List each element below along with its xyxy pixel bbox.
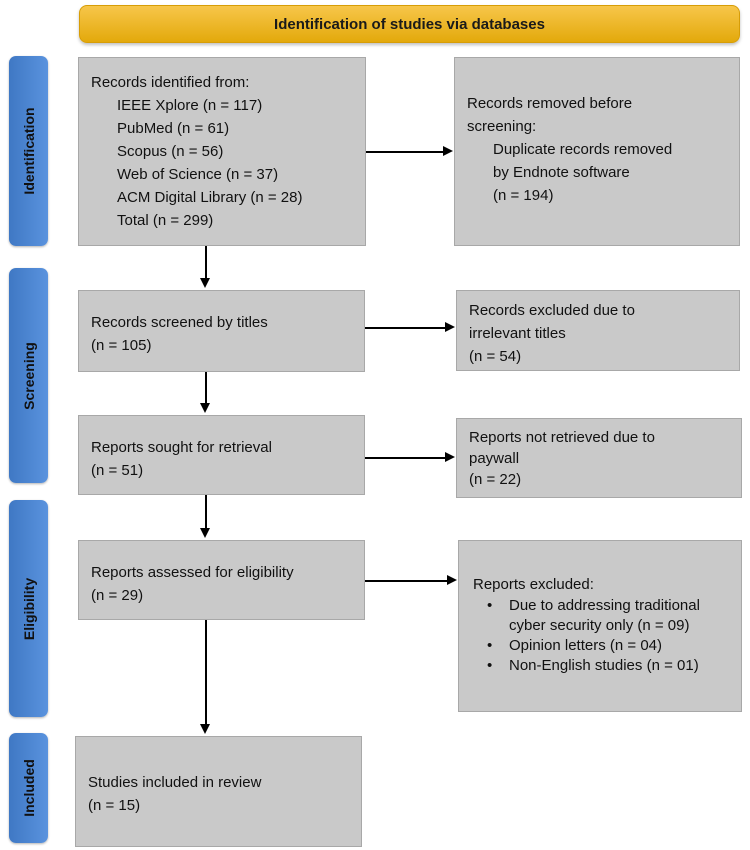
arrow-to-screened [201,246,209,288]
records-identified-box: Records identified from: IEEE Xplore (n … [78,57,366,246]
exclusion-reason-2: Opinion letters (n = 04) [509,637,662,654]
source-acm: ACM Digital Library (n = 28) [117,189,303,206]
exclusion-reason-item: Non-English studies (n = 01) [473,656,729,676]
records-removed-title-2: screening: [467,118,537,135]
reports-excluded-title: Reports excluded: [473,576,594,593]
flow-header-title: Identification of studies via databases [274,15,545,33]
not-retrieved-box: Reports not retrieved due to paywall (n … [456,418,742,498]
arrow-to-included [201,620,209,734]
screened-titles-box: Records screened by titles (n = 105) [78,290,365,372]
not-retrieved-line1: Reports not retrieved due to [469,429,655,446]
assessed-eligibility-label: Reports assessed for eligibility [91,564,294,581]
source-scopus: Scopus (n = 56) [117,143,224,160]
screened-titles-label: Records screened by titles [91,314,268,331]
stage-included-label: Included [20,759,37,817]
included-studies-count: (n = 15) [88,797,141,814]
records-removed-count: (n = 194) [493,187,554,204]
excluded-titles-box: Records excluded due to irrelevant title… [456,290,740,371]
excluded-titles-line1: Records excluded due to [469,302,635,319]
exclusion-reason-1-line2: cyber security only (n = 09) [509,617,690,634]
stage-identification: Identification [9,56,48,246]
arrow-to-excluded-titles [365,323,455,331]
sought-retrieval-box: Reports sought for retrieval (n = 51) [78,415,365,495]
exclusion-reason-3: Non-English studies (n = 01) [509,657,699,674]
source-ieee: IEEE Xplore (n = 117) [117,97,263,114]
excluded-titles-count: (n = 54) [469,348,522,365]
records-identified-title: Records identified from: [91,74,250,91]
included-studies-label: Studies included in review [88,774,262,791]
arrow-to-not-retrieved [365,453,455,461]
stage-screening-label: Screening [20,341,37,410]
records-removed-title-1: Records removed before [467,95,633,112]
assessed-eligibility-box: Reports assessed for eligibility (n = 29… [78,540,365,620]
assessed-eligibility-count: (n = 29) [91,587,144,604]
not-retrieved-count: (n = 22) [469,471,522,488]
arrow-to-assessed [201,495,209,538]
not-retrieved-line2: paywall [469,450,520,467]
flow-header-banner: Identification of studies via databases [79,5,740,43]
records-removed-detail-1: Duplicate records removed [493,141,673,158]
arrow-to-reports-excluded [365,576,457,584]
source-pubmed: PubMed (n = 61) [117,120,230,137]
stage-identification-label: Identification [20,107,37,195]
source-wos: Web of Science (n = 37) [117,166,279,183]
included-studies-box: Studies included in review (n = 15) [75,736,362,847]
records-removed-detail-2: by Endnote software [493,164,630,181]
exclusion-reason-1-line1: Due to addressing traditional [509,597,700,614]
stage-included: Included [9,733,48,843]
arrow-to-sought [201,372,209,413]
sought-retrieval-count: (n = 51) [91,462,144,479]
stage-screening: Screening [9,268,48,483]
screened-titles-count: (n = 105) [91,337,152,354]
excluded-titles-line2: irrelevant titles [469,325,566,342]
stage-eligibility: Eligibility [9,500,48,717]
stage-eligibility-label: Eligibility [20,577,37,640]
exclusion-reason-item: Opinion letters (n = 04) [473,636,729,656]
reports-excluded-box: Reports excluded: Due to addressing trad… [458,540,742,712]
records-total: Total (n = 299) [117,212,214,229]
arrow-to-records-removed [366,147,453,155]
sought-retrieval-label: Reports sought for retrieval [91,439,272,456]
exclusion-reason-item: Due to addressing traditional cyber secu… [473,596,729,636]
reports-excluded-list: Due to addressing traditional cyber secu… [473,596,729,676]
records-removed-box: Records removed before screening: Duplic… [454,57,740,246]
